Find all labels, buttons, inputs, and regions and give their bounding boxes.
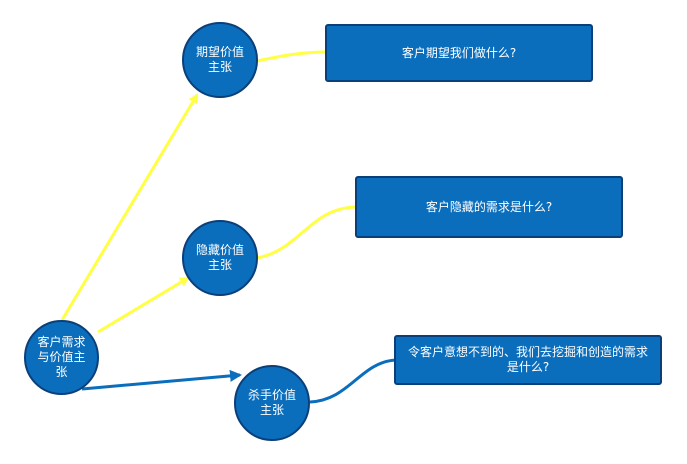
node-killer[interactable]: 杀手价值主张 [234,365,310,441]
connector-killer-detail [309,358,397,404]
connector-expected-detail [256,50,328,63]
node-expected-label: 期望价值主张 [195,45,244,74]
connector-hidden-detail [256,205,357,260]
node-killer-label: 杀手价值主张 [247,388,296,417]
connector-root-killer [81,369,242,391]
node-root[interactable]: 客户需求与价值主张 [24,320,99,395]
detail-hidden-label: 客户隐藏的需求是什么? [425,199,553,214]
detail-expected-label: 客户期望我们做什么? [401,45,517,60]
connector-root-expected [60,93,199,321]
detail-killer-label: 令客户意想不到的、我们去挖掘和创造的需求是什么? [407,345,648,374]
detail-expected[interactable]: 客户期望我们做什么? [325,24,593,82]
node-expected[interactable]: 期望价值主张 [182,22,258,98]
node-hidden-label: 隐藏价值主张 [195,243,244,272]
node-root-label: 客户需求与价值主张 [37,335,86,379]
detail-hidden[interactable]: 客户隐藏的需求是什么? [355,176,623,238]
node-hidden[interactable]: 隐藏价值主张 [182,220,258,296]
connector-root-hidden [97,276,190,334]
detail-killer[interactable]: 令客户意想不到的、我们去挖掘和创造的需求是什么? [394,335,662,385]
